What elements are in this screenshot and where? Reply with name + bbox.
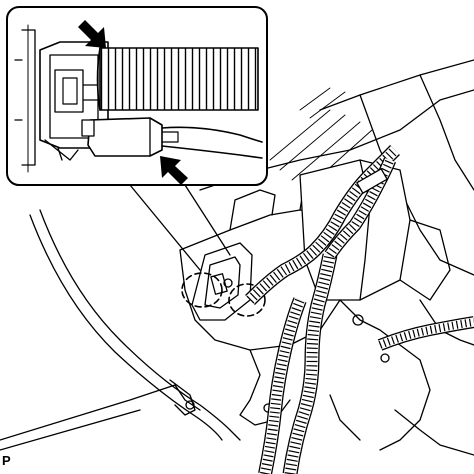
inset-callout	[6, 6, 268, 271]
arrow-icon	[160, 156, 188, 185]
wire-small	[161, 126, 263, 143]
clip-highlight-left	[181, 272, 223, 308]
clip-highlight-right	[228, 283, 266, 317]
callout-leader	[129, 184, 231, 271]
connector-lock	[87, 117, 163, 157]
corrugated-tube	[99, 47, 259, 111]
lower-trim	[0, 384, 201, 441]
trim-line	[39, 209, 241, 441]
connector-main	[191, 242, 253, 321]
wire-harness	[245, 145, 474, 474]
figure-code: P	[2, 453, 11, 468]
arrow-icon	[78, 20, 106, 48]
